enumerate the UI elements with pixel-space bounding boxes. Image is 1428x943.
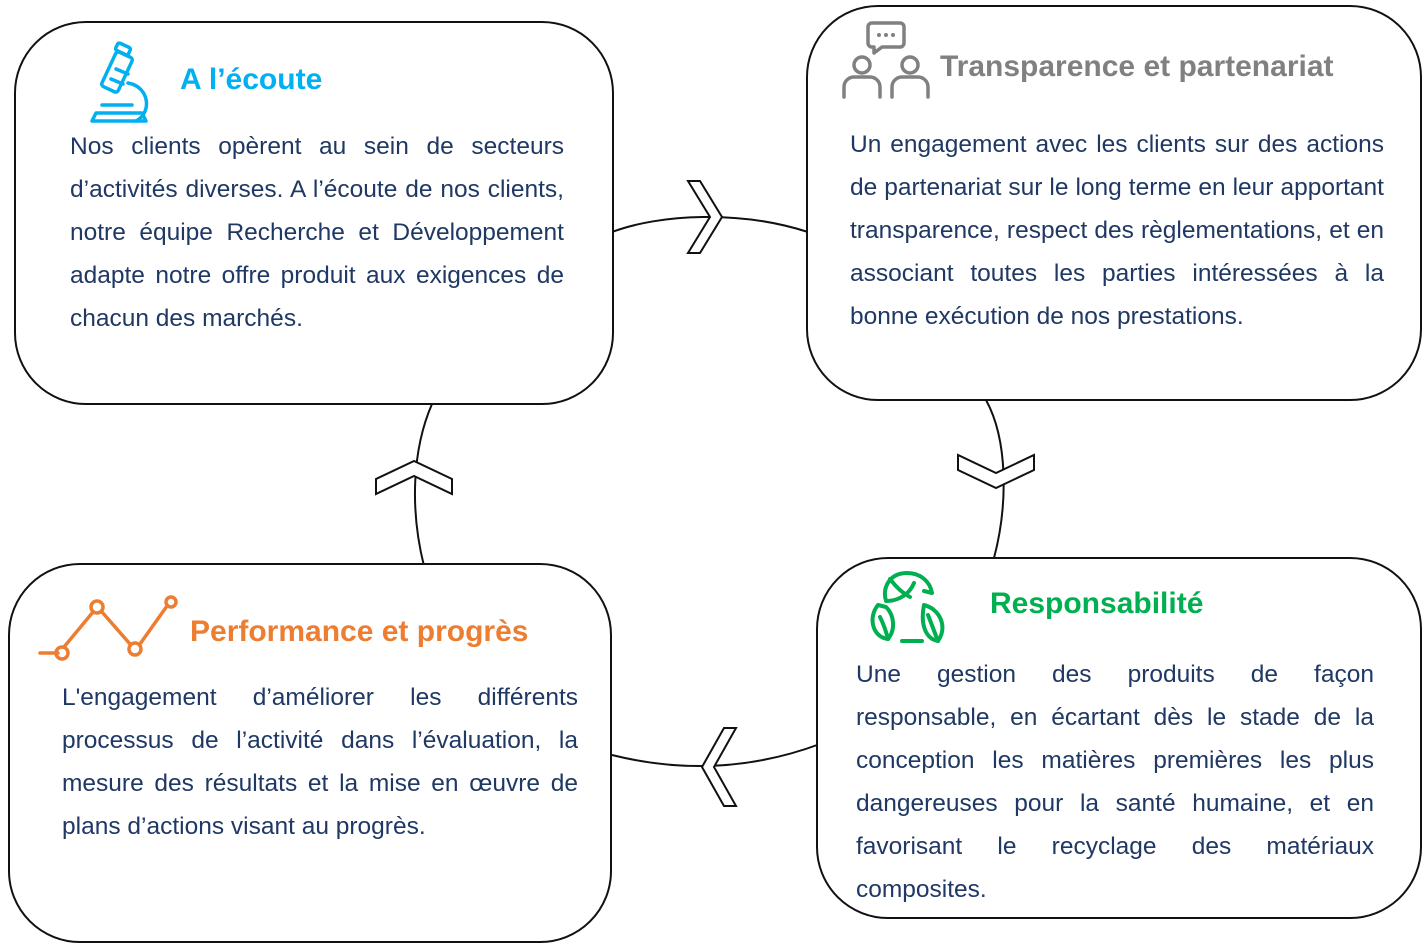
- card-description: Une gestion des produits de façon respon…: [856, 661, 1374, 903]
- chevron-left-icon: [700, 727, 738, 807]
- chevron-right-icon: [686, 180, 724, 254]
- card-performance: Performance et progrès L'engagement d’am…: [8, 563, 612, 943]
- card-title: A l’écoute: [180, 63, 323, 96]
- microscope-icon: [90, 41, 149, 123]
- card-description: Un engagement avec les clients sur des a…: [850, 131, 1384, 330]
- card-transparence: Transparence et partenariat Un engagemen…: [806, 5, 1422, 401]
- connector-left: [414, 403, 433, 567]
- card-ecoute: A l’écoute Nos clients opèrent au sein d…: [14, 21, 614, 405]
- people-chat-icon: [842, 21, 930, 99]
- card-title: Responsabilité: [990, 587, 1204, 620]
- card-responsabilite: Responsabilité Une gestion des produits …: [816, 557, 1422, 919]
- connector-top: [611, 215, 809, 233]
- chevron-up-icon: [375, 459, 453, 496]
- card-title: Transparence et partenariat: [940, 50, 1334, 83]
- card-description: L'engagement d’améliorer les différents …: [62, 684, 578, 840]
- recycle-leaves-icon: [870, 571, 945, 643]
- chevron-down-icon: [957, 453, 1035, 490]
- card-title: Performance et progrès: [190, 615, 529, 648]
- trend-line-icon: [38, 595, 178, 661]
- card-description: Nos clients opèrent au sein de secteurs …: [70, 133, 564, 332]
